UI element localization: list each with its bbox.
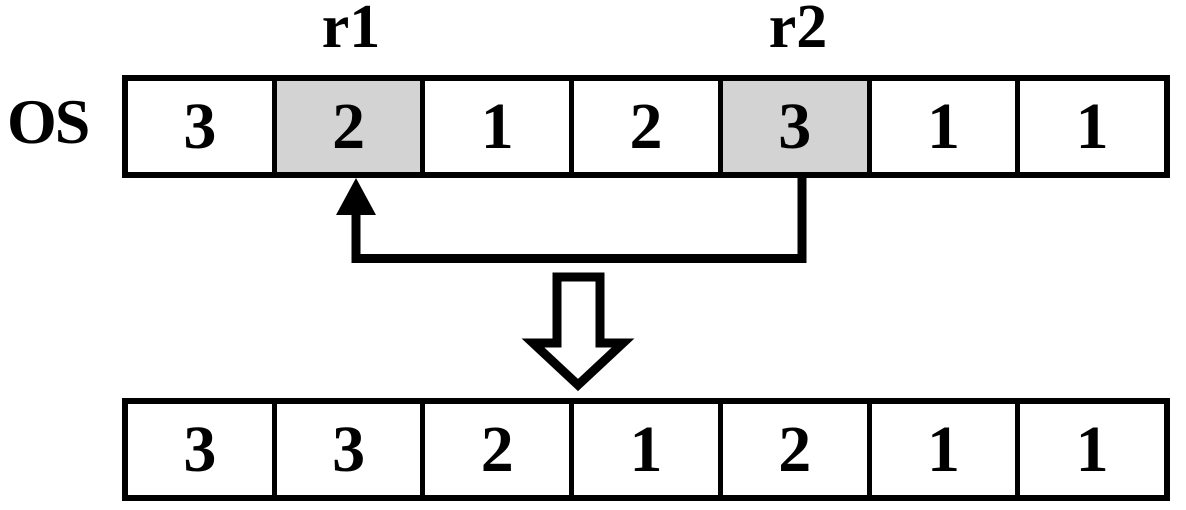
- top-array-cell: 3: [128, 81, 277, 172]
- bottom-array: 3 3 2 1 2 1 1: [122, 398, 1170, 501]
- move-arrow-line: [351, 177, 807, 263]
- bottom-array-cell: 2: [425, 404, 575, 495]
- top-array-cell: 1: [871, 81, 1021, 172]
- bottom-array-cell: 1: [574, 404, 723, 495]
- transform-down-arrow-icon: [521, 272, 635, 392]
- top-array-cell: 1: [425, 81, 575, 172]
- row-label-os: OS: [7, 86, 90, 157]
- bottom-array-cell: 2: [722, 404, 872, 495]
- top-array-cell: 1: [1020, 81, 1165, 172]
- bottom-array-cell: 3: [276, 404, 426, 495]
- pointer-label-r1: r1: [321, 0, 381, 61]
- pointer-label-r2: r2: [768, 0, 828, 61]
- bottom-array-cell: 1: [1020, 404, 1165, 495]
- top-array-cell: 2: [574, 81, 723, 172]
- bottom-array-cell: 1: [871, 404, 1021, 495]
- top-array: 3 2 1 2 3 1 1: [122, 75, 1170, 178]
- move-arrow-up-head-icon: [336, 178, 376, 215]
- top-array-cell-r1: 2: [276, 81, 426, 172]
- top-array-cell-r2: 3: [722, 81, 872, 172]
- bottom-array-cell: 3: [128, 404, 277, 495]
